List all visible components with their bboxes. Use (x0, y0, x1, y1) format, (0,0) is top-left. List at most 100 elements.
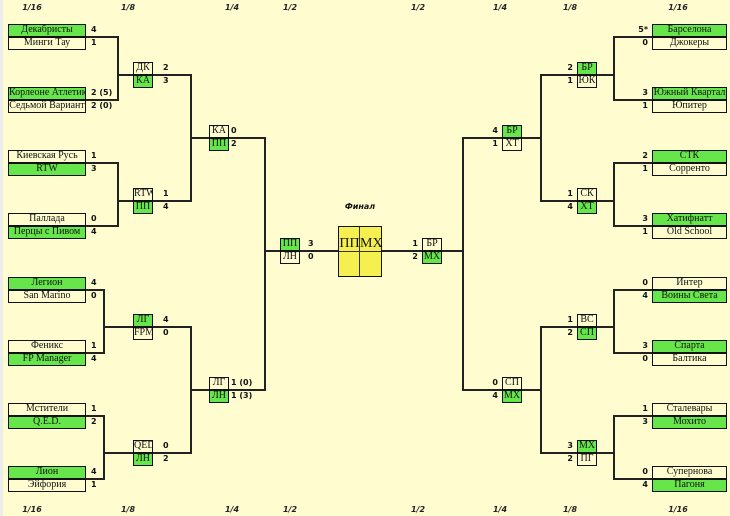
final-team-2: МХ (360, 236, 383, 251)
r8-left-team[interactable]: RTW (133, 188, 153, 201)
r16-right-team[interactable]: Пагоня (652, 478, 727, 492)
r8-left-score: 0 (163, 441, 169, 450)
r16-left-team[interactable]: FP Manager (8, 352, 86, 366)
r4-left-team[interactable]: КА (209, 125, 229, 138)
r16-left-team[interactable]: Перцы с Пивом (8, 225, 86, 239)
round-header-left-bottom-1: 1/16 (22, 505, 42, 514)
r16-right-score: 3 (642, 88, 648, 97)
r4-left-score: 0 (231, 126, 237, 135)
bracket-line (153, 74, 190, 76)
r4-left-team[interactable]: ПП (209, 137, 229, 151)
r8-left-score: 2 (163, 453, 169, 463)
r8-right-team[interactable]: СП (577, 326, 597, 340)
r16-left-team[interactable]: Феникс (8, 340, 86, 353)
bracket-line (613, 352, 652, 354)
r16-right-team[interactable]: Юпитер (652, 99, 727, 113)
r8-right-team[interactable]: БР (577, 62, 597, 75)
r8-left-team[interactable]: ПП (133, 200, 153, 214)
r16-left-team[interactable]: Паллада (8, 213, 86, 226)
r4-right-team[interactable]: БР (502, 125, 522, 138)
r8-right-score: 1 (567, 75, 573, 85)
r8-left-score: 1 (163, 189, 169, 198)
r16-left-score: 1 (91, 37, 97, 47)
r16-right-score: 3 (642, 214, 648, 223)
r16-left-team[interactable]: Лион (8, 466, 86, 479)
r16-right-team[interactable]: Мохито (652, 415, 727, 429)
r2-left-team[interactable]: ЛН (280, 250, 300, 264)
r2-right-team[interactable]: МХ (422, 250, 442, 264)
r16-right-team[interactable]: Сталевары (652, 403, 727, 416)
final-divider-horizontal (339, 251, 381, 252)
r16-left-team[interactable]: Минги Тау (8, 36, 86, 50)
bracket-line (117, 162, 119, 227)
r8-right-team[interactable]: ВС (577, 314, 597, 327)
bracket-line (613, 478, 652, 480)
final-connector-right (382, 250, 422, 252)
r16-left-team[interactable]: Эйфория (8, 478, 86, 492)
bracket-line (103, 289, 105, 354)
bracket-line (462, 137, 502, 139)
final-team-1: ПП (339, 236, 360, 251)
r16-left-score: 1 (91, 151, 97, 160)
r16-left-team[interactable]: Мстители (8, 403, 86, 416)
r16-right-team[interactable]: Сорренто (652, 162, 727, 176)
r16-right-team[interactable]: Спарта (652, 340, 727, 353)
bracket-line (190, 137, 209, 139)
r2-left-team[interactable]: ПП (280, 238, 300, 251)
r16-right-team[interactable]: Интер (652, 277, 727, 290)
r4-right-team[interactable]: МХ (502, 389, 522, 403)
r16-right-team[interactable]: Балтика (652, 352, 727, 366)
r16-left-score: 2 (91, 416, 97, 426)
r16-right-team[interactable]: Южный Квартал (652, 87, 727, 100)
r16-left-team[interactable]: RTW (8, 162, 86, 176)
r16-left-team[interactable]: Декабристы (8, 24, 86, 37)
r8-right-team[interactable]: МХ (577, 440, 597, 453)
r16-right-team[interactable]: СТК (652, 150, 727, 163)
r8-left-team[interactable]: QED (133, 440, 153, 453)
r8-left-team[interactable]: ДК (133, 62, 153, 75)
r16-right-score: 0 (642, 353, 648, 363)
r16-right-team[interactable]: Воины Света (652, 289, 727, 303)
bracket-line (613, 99, 652, 101)
bracket-line (117, 74, 133, 76)
r16-right-team[interactable]: Джокеры (652, 36, 727, 50)
r8-left-score: 3 (163, 75, 169, 85)
r8-right-score: 4 (567, 201, 573, 211)
r8-left-team[interactable]: FPM (133, 326, 153, 340)
r16-left-team[interactable]: Киевская Русь (8, 150, 86, 163)
r16-right-team[interactable]: Супернова (652, 466, 727, 479)
r4-right-team[interactable]: СП (502, 377, 522, 390)
bracket-line (86, 478, 103, 480)
r2-left-score: 3 (308, 239, 314, 248)
r8-right-team[interactable]: ХТ (577, 200, 597, 214)
bracket-line (613, 225, 652, 227)
r2-right-team[interactable]: БР (422, 238, 442, 251)
r16-left-team[interactable]: Легион (8, 277, 86, 290)
round-header-right-bottom-3: 1/8 (562, 505, 578, 514)
r8-left-score: 2 (163, 63, 169, 72)
r4-left-team[interactable]: ЛН (209, 389, 229, 403)
r8-left-team[interactable]: ЛН (133, 452, 153, 466)
r8-left-team[interactable]: КА (133, 74, 153, 88)
r16-left-score: 1 (91, 404, 97, 413)
r4-left-team[interactable]: ЛГ (209, 377, 229, 390)
r16-left-score: 4 (91, 226, 97, 236)
r8-left-team[interactable]: ЛГ (133, 314, 153, 327)
r4-right-team[interactable]: ХТ (502, 137, 522, 151)
r16-right-team[interactable]: Old School (652, 225, 727, 239)
r4-right-score: 1 (492, 138, 498, 148)
r16-left-team[interactable]: Q.E.D. (8, 415, 86, 429)
r16-left-team[interactable]: Корлеоне Атлетик (8, 87, 86, 100)
r16-left-team[interactable]: Седьмой Вариант (8, 99, 86, 113)
r16-left-score: 0 (91, 290, 97, 300)
bracket-line (86, 162, 117, 164)
r16-left-team[interactable]: San Marino (8, 289, 86, 303)
bracket-line (153, 452, 190, 454)
r8-right-team[interactable]: ПГ (577, 452, 597, 466)
round-header-right-3: 1/8 (562, 3, 578, 12)
r8-right-team[interactable]: ЮК (577, 74, 597, 88)
r8-right-team[interactable]: СК (577, 188, 597, 201)
r16-right-team[interactable]: Хатифнатт (652, 213, 727, 226)
bracket-line (540, 74, 577, 76)
r16-right-team[interactable]: Барселона (652, 24, 727, 37)
